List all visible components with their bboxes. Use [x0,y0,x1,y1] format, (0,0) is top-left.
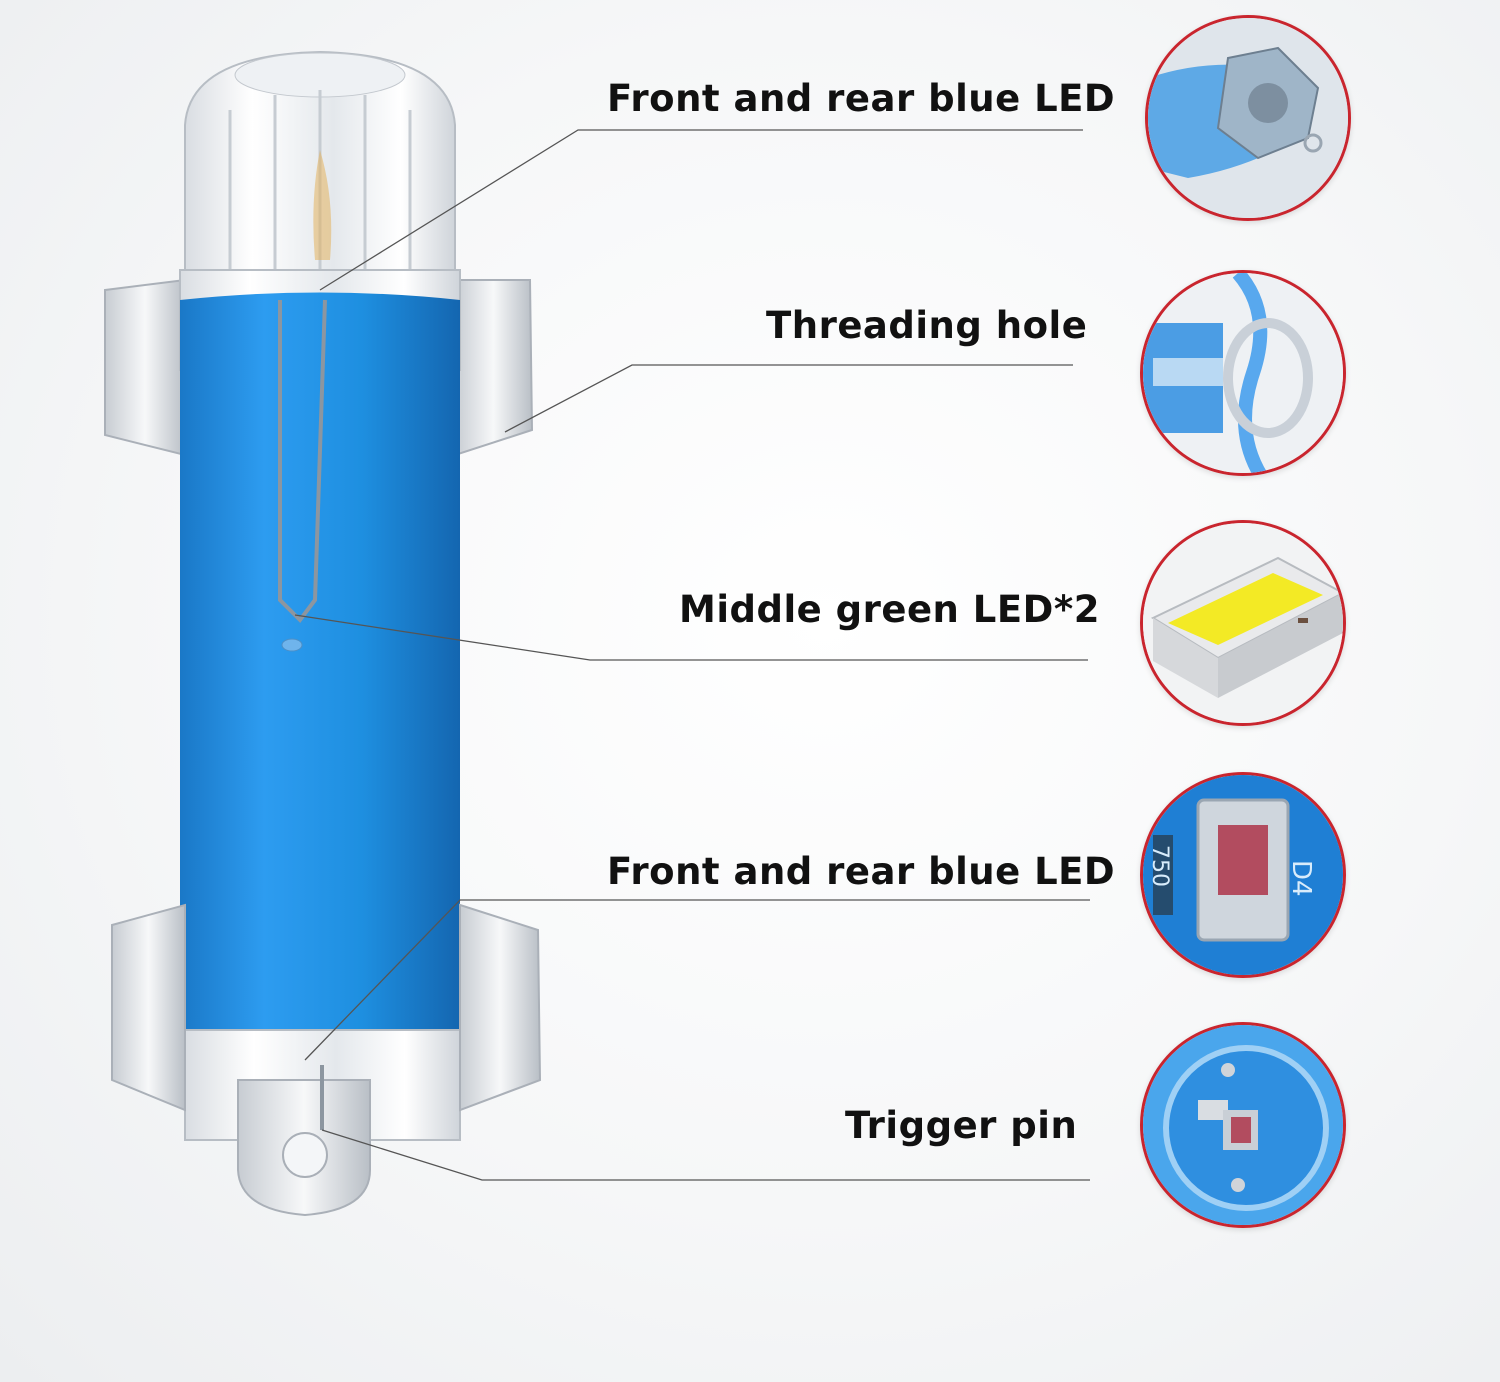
label-front-rear-blue-led-top: Front and rear blue LED [607,77,1116,120]
threading-hole-closeup [1140,270,1346,476]
label-threading-hole: Threading hole [766,304,1088,347]
lower-fins [111,903,542,1112]
battery-body [179,269,461,1141]
front-led-dome [184,50,456,281]
trigger-pin-tab [237,1065,371,1217]
leader-line-middle-green-led [294,614,1088,661]
trigger-pin-closeup [1140,1022,1346,1228]
pcb-led-closeup: D4 750 [1140,772,1346,978]
label-front-rear-blue-led-bottom: Front and rear blue LED [607,850,1116,893]
leader-line-threading-hole [504,364,1073,433]
label-trigger-pin: Trigger pin [845,1104,1078,1147]
front-led-closeup [1145,15,1351,221]
leader-line-trigger-pin [321,1129,1090,1181]
leader-lines [294,129,1090,1181]
leader-line-front-led-bottom [304,899,1090,1061]
label-middle-green-led: Middle green LED*2 [679,588,1100,631]
pcb-label-750: 750 [1147,845,1172,887]
pcb-label-d4: D4 [1286,860,1316,897]
leader-line-front-led-top [319,129,1083,291]
green-led-closeup [1140,520,1346,726]
